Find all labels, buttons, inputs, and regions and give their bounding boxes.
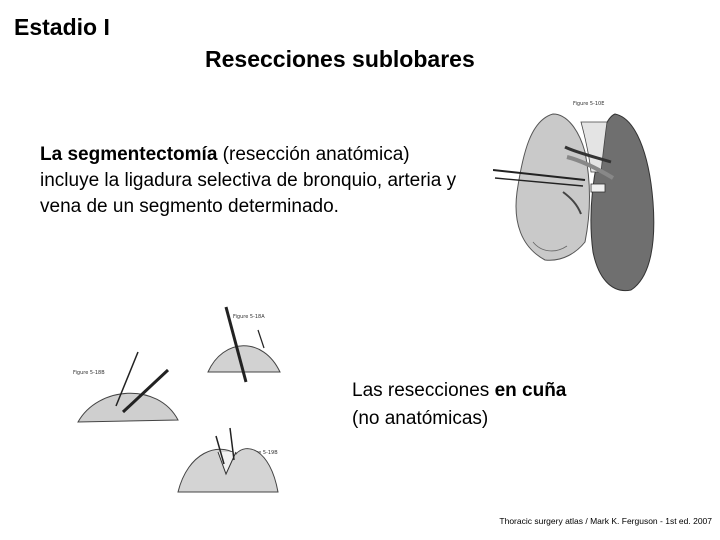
wedge-figure-left: Figure 5-18B [73,351,179,423]
wedge-resection-paragraph: Las resecciones en cuña (no anatómicas) [352,377,652,433]
lung-figure-label: Figure 5-10E [573,101,604,107]
wedge-text-normal: Las resecciones [352,380,495,401]
wedge-figure-top: Figure 5-18A [207,306,281,383]
segmentectomy-qualifier: (resección anatómica) [217,144,410,165]
segmentectomy-description: incluye la ligadura selectiva de bronqui… [40,170,457,217]
wedge-resection-illustrations: Figure 5-18A Figure 5-18B Figure 5-19B [73,306,281,493]
stage-title: Estadio I [14,14,110,40]
wedge-text-bold: en cuña [494,380,567,401]
wedge-text-qualifier: (no anatómicas) [352,408,489,429]
svg-text:Figure 5-19B: Figure 5-19B [246,450,278,456]
segmentectomy-paragraph: La segmentectomía (resección anatómica) … [40,142,460,220]
svg-text:Figure 5-18B: Figure 5-18B [73,370,105,376]
citation: Thoracic surgery atlas / Mark K. Ferguso… [499,516,712,526]
slide-title: Resecciones sublobares [205,46,475,72]
lung-segmentectomy-illustration: Figure 5-10E [493,101,655,292]
svg-text:Figure 5-18A: Figure 5-18A [233,314,265,320]
segmentectomy-term: La segmentectomía [40,144,218,165]
wedge-figure-bottom: Figure 5-19B [177,427,279,493]
